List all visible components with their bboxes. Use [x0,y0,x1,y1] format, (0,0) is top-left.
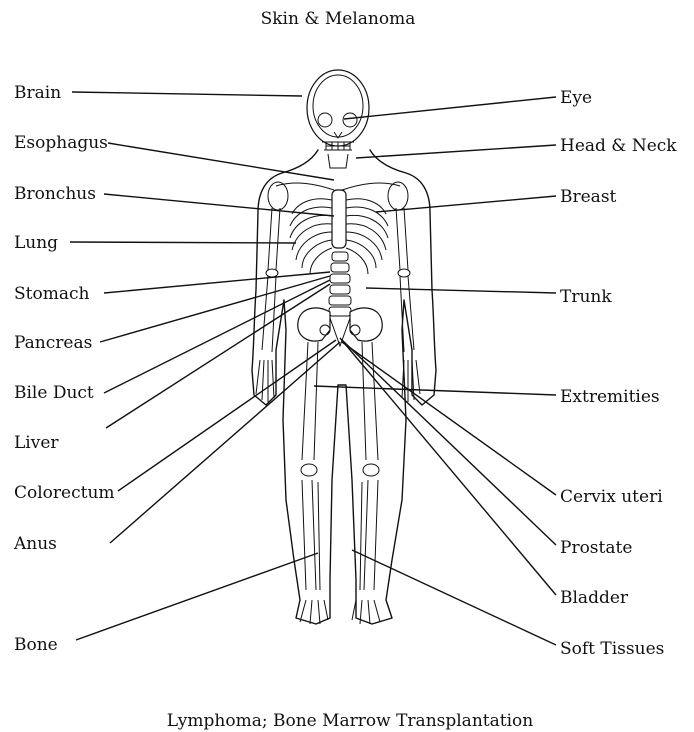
leader-bladder [340,338,556,595]
label-eye: Eye [560,88,592,108]
label-prostate: Prostate [560,538,632,558]
label-pancreas: Pancreas [14,333,92,353]
leader-soft-tissues [352,550,556,645]
leader-breast [376,196,556,212]
label-colorectum: Colorectum [14,483,115,503]
label-anus: Anus [13,534,57,554]
leader-lines [70,92,556,645]
label-head-neck: Head & Neck [560,136,677,156]
leader-brain [72,92,302,96]
label-trunk: Trunk [560,287,612,307]
right-labels: Eye Head & Neck Breast Trunk Extremities… [560,88,677,659]
leader-liver [106,284,330,428]
label-lung: Lung [14,233,58,253]
spine [329,252,351,316]
pelvis [298,308,382,346]
label-soft-tissues: Soft Tissues [560,639,664,659]
diagram-title: Skin & Melanoma [261,9,416,29]
label-cervix-uteri: Cervix uteri [560,487,663,507]
leader-pancreas [100,276,330,342]
label-stomach: Stomach [14,284,89,304]
label-extremities: Extremities [560,387,660,407]
label-bone: Bone [14,635,58,655]
leader-lung [70,242,296,243]
leader-colorectum [118,340,336,491]
label-bladder: Bladder [560,588,629,608]
diagram-footer: Lymphoma; Bone Marrow Transplantation [167,711,533,731]
label-brain: Brain [14,83,61,103]
label-bronchus: Bronchus [14,184,96,204]
leader-cervix-uteri [342,342,556,495]
leader-stomach [104,272,330,293]
body-figure [252,70,436,624]
clavicles [276,183,400,190]
label-liver: Liver [14,433,59,453]
leader-prostate [342,340,556,545]
leader-bile-duct [104,280,330,393]
leader-head-neck [356,145,556,158]
leader-bone [76,553,318,640]
left-labels: Brain Esophagus Bronchus Lung Stomach Pa… [13,83,115,655]
leader-eye [344,97,556,119]
label-bile-duct: Bile Duct [14,383,94,403]
legs [301,342,379,590]
label-esophagus: Esophagus [14,133,108,153]
label-breast: Breast [560,187,617,207]
leader-trunk [366,288,556,293]
feet [300,600,380,624]
leader-esophagus [108,143,334,180]
